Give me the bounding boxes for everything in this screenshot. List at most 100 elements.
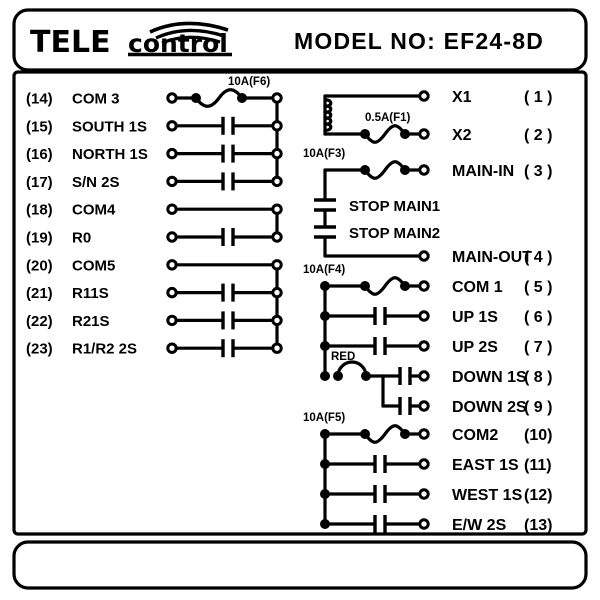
com2-fuse-node-in	[360, 429, 370, 439]
brand-logo: TELE control	[30, 21, 232, 60]
x2-fuse-rating: 0.5A(F1)	[365, 112, 411, 124]
left-bus-dot-2[interactable]	[271, 120, 283, 132]
left-row-2: (15)SOUTH 1S	[26, 116, 279, 135]
left-fuse-1-node-in	[191, 93, 201, 103]
left-terminal-name-7: COM5	[72, 257, 115, 274]
coil-loop-5	[323, 122, 333, 132]
left-terminal-number-5: (18)	[26, 202, 53, 219]
right-terminal-number-6: ( 6 )	[524, 309, 552, 326]
logo-arc-outer	[149, 21, 229, 34]
left-terminal-number-7: (20)	[26, 257, 53, 274]
down1-terminal[interactable]	[418, 370, 430, 382]
com1-fuse-element	[363, 276, 407, 296]
right-terminal-name-6: UP 1S	[452, 309, 498, 326]
left-bus-dot-9[interactable]	[271, 314, 283, 327]
left-fuse-rating-1: 10A(F6)	[228, 76, 270, 88]
brand-tele-text: TELE	[30, 25, 111, 60]
right-terminal-name-2: X2	[452, 127, 472, 144]
left-row-8: (21)R11S	[26, 283, 279, 302]
red-lamp-label: RED	[331, 351, 355, 363]
right-terminal-name-11: EAST 1S	[452, 457, 519, 474]
footer-frame	[12, 540, 588, 590]
left-terminal-number-3: (16)	[26, 146, 53, 163]
left-terminal-number-9: (22)	[26, 313, 53, 330]
right-terminal-name-5: COM 1	[452, 279, 503, 296]
left-terminal-name-1: COM 3	[72, 91, 120, 108]
left-bus-dot-6[interactable]	[271, 231, 283, 243]
left-bus-dot-7[interactable]	[271, 259, 283, 271]
right-terminal-name-9: DOWN 2S	[452, 399, 527, 416]
right-terminal-number-9: ( 9 )	[524, 399, 552, 416]
stop-main-2-label: STOP MAIN2	[349, 225, 440, 242]
com1-terminal[interactable]	[418, 280, 430, 292]
left-terminal-number-6: (19)	[26, 230, 53, 247]
left-terminal-number-4: (17)	[26, 174, 53, 191]
com2-fuse-element	[363, 424, 407, 444]
com1-fuse-node-in	[360, 281, 370, 291]
right-terminal-number-13: (13)	[524, 517, 552, 534]
right-terminal-number-3: ( 3 )	[524, 163, 552, 180]
logo-arc-middle	[155, 28, 225, 40]
header-frame	[12, 8, 588, 72]
x1-terminal[interactable]	[418, 90, 430, 102]
main-out-terminal[interactable]	[418, 250, 430, 262]
left-bus-dot-4[interactable]	[271, 175, 283, 188]
body-frame	[12, 70, 588, 536]
com1-fuse	[363, 276, 407, 296]
right-terminal-name-10: COM2	[452, 427, 498, 444]
left-bus-dot-3[interactable]	[271, 147, 283, 160]
left-bus-dot-1[interactable]	[271, 92, 283, 104]
left-row-6: (19) R0	[26, 228, 279, 247]
right-terminal-name-3: MAIN-IN	[452, 163, 514, 180]
down2-terminal[interactable]	[418, 400, 430, 412]
right-terminal-number-1: ( 1 )	[524, 89, 552, 106]
left-terminal-name-10: R1/R2 2S	[72, 341, 137, 358]
com2-terminal[interactable]	[418, 428, 430, 440]
east-terminal[interactable]	[418, 458, 430, 470]
right-terminal-number-11: (11)	[524, 457, 552, 474]
right-terminal-name-4: MAIN-OUT	[452, 249, 532, 266]
main-out-wire	[323, 235, 426, 258]
right-terminal-name-1: X1	[452, 89, 472, 106]
left-bus-dot-8[interactable]	[271, 286, 283, 299]
right-terminal-group: X1( 1 )X2( 2 )MAIN-IN( 3 )MAIN-OUT( 4 )C…	[303, 89, 552, 534]
right-terminal-number-10: (10)	[524, 427, 552, 444]
right-terminal-number-2: ( 2 )	[524, 127, 552, 144]
left-terminal-name-6: R0	[72, 230, 91, 247]
left-terminal-name-3: NORTH 1S	[72, 146, 148, 163]
main-in-fuse-element	[363, 160, 407, 180]
right-terminal-name-13: E/W 2S	[452, 517, 507, 534]
stop-main-1-label: STOP MAIN1	[349, 198, 440, 215]
left-terminal-name-9: R21S	[72, 313, 110, 330]
left-terminal-number-10: (23)	[26, 341, 53, 358]
logo-arc-inner	[161, 35, 221, 45]
red-lamp-node-in	[320, 371, 330, 381]
left-row-4: (17) S/N 2S	[26, 172, 279, 191]
left-bus-dot-5[interactable]	[271, 203, 283, 215]
left-row-7: (20) COM5	[26, 257, 279, 274]
right-terminal-name-7: UP 2S	[452, 339, 498, 356]
left-terminal-number-8: (21)	[26, 285, 53, 302]
main-in-fuse-rating: 10A(F3)	[303, 148, 345, 160]
left-terminal-name-5: COM4	[72, 202, 116, 219]
right-terminal-name-8: DOWN 1S	[452, 369, 527, 386]
left-row-5: (18) COM4	[26, 202, 279, 219]
right-terminal-number-8: ( 8 )	[524, 369, 552, 386]
main-in-terminal[interactable]	[418, 164, 430, 176]
main-in-fuse	[363, 160, 407, 180]
left-row-9: (22) R21S	[26, 311, 279, 330]
up1-terminal[interactable]	[418, 310, 430, 322]
model-number-label: MODEL NO: EF24-8D	[294, 28, 544, 54]
x2-fuse-node-in	[360, 129, 370, 139]
com2-fuse-rating: 10A(F5)	[303, 412, 345, 424]
left-terminal-name-4: S/N 2S	[72, 174, 120, 191]
x2-terminal[interactable]	[418, 128, 430, 140]
west-terminal[interactable]	[418, 488, 430, 500]
left-bus-dot-10[interactable]	[271, 342, 283, 354]
ew2-terminal[interactable]	[418, 518, 430, 530]
up2-terminal[interactable]	[418, 340, 430, 352]
